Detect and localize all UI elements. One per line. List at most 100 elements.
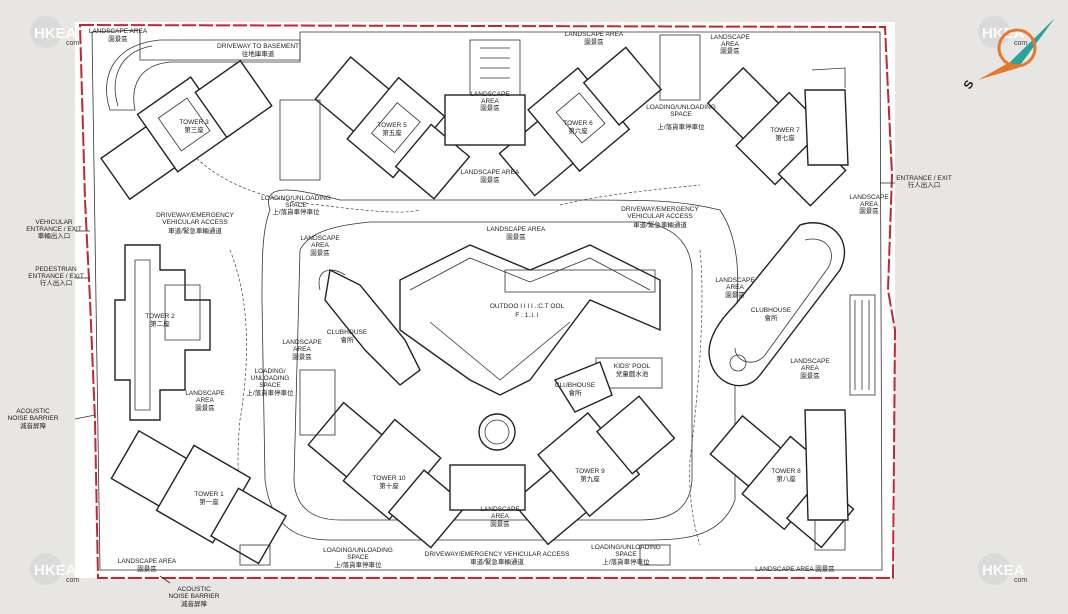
watermark-sub: com xyxy=(66,577,79,584)
plan-label: 上/落貨車停車位 xyxy=(272,207,320,216)
tower-name: TOWER 6 xyxy=(563,120,593,127)
pool-edge-line xyxy=(429,321,571,381)
plan-label: 園景區 xyxy=(584,38,604,46)
watermark-circle xyxy=(30,16,62,48)
plan-label: OUTDOO I I I I .:C.T OOL xyxy=(490,303,565,310)
tower-name-zh: 第五座 xyxy=(382,128,402,137)
plan-label: DRIVEWAY/EMERGENCY VEHICULAR ACCESS xyxy=(425,551,570,558)
plan-label: 上/落貨車停車位 xyxy=(334,560,382,569)
tower-name: TOWER 5 xyxy=(377,122,407,129)
watermark-brand: HKEA xyxy=(34,25,77,42)
plan-label: 減音屏障 xyxy=(181,599,208,608)
plan-label: AREA xyxy=(311,242,329,249)
plan-label: 園景區 xyxy=(859,207,879,215)
plan-label: LOADING/UNLOADING xyxy=(261,195,331,202)
plan-label: 行人出入口 xyxy=(40,278,73,287)
plan-label: PEDESTRIAN xyxy=(35,266,77,273)
plan-label: 園景區 xyxy=(292,353,312,361)
tower-name: TOWER 2 xyxy=(145,313,175,320)
plan-label: 園景區 xyxy=(800,372,820,380)
tower-9-block xyxy=(511,395,676,546)
plan-label: LANDSCAPE AREA 園景區 xyxy=(755,565,835,573)
plan-label: AREA xyxy=(481,98,499,105)
plan-label: LANDSCAPE xyxy=(790,358,830,365)
plan-label: 車道/緊急車輛通道 xyxy=(470,557,524,566)
plan-label: 園景區 xyxy=(480,176,500,184)
tower-name-zh: 第八座 xyxy=(776,474,796,483)
site-boundary xyxy=(78,23,897,579)
plan-label: AREA xyxy=(726,284,744,291)
plan-label: NOISE BARRIER xyxy=(8,415,59,422)
landscape-zone-line xyxy=(689,249,703,546)
plan-label: LANDSCAPE xyxy=(710,34,750,41)
clubhouse-east xyxy=(708,222,846,387)
driveway-ring-inner xyxy=(293,221,693,521)
plan-label: 會所 xyxy=(765,313,779,322)
plan-label: LANDSCAPE xyxy=(470,91,510,98)
tower-name: TOWER 1 xyxy=(194,491,224,498)
clubhouse-west xyxy=(324,268,421,386)
plan-label: DRIVEWAY TO BASEMENT xyxy=(217,43,299,50)
plan-label: LANDSCAPE AREA xyxy=(89,28,148,35)
plan-label: DRIVEWAY/EMERGENCY xyxy=(156,212,234,219)
outdoor-pool xyxy=(399,244,661,396)
plan-label: DRIVEWAY/EMERGENCY xyxy=(621,206,699,213)
watermark-sub: com xyxy=(66,40,79,47)
plan-label: 車道/緊急車輛通道 xyxy=(633,220,687,229)
plan-label: SPACE xyxy=(285,202,307,209)
pool-deck xyxy=(504,269,656,293)
plan-label: LANDSCAPE AREA xyxy=(487,226,546,233)
plan-label: 園景區 xyxy=(506,233,526,241)
tower-name-zh: 第九座 xyxy=(580,474,600,483)
plan-label: AREA xyxy=(721,41,739,48)
plan-label: F . 1.:i. I xyxy=(515,312,539,319)
plan-label: SPACE xyxy=(259,382,281,389)
plan-label: LANDSCAPE xyxy=(300,235,340,242)
round-feature-inner xyxy=(484,419,510,445)
plan-label: 上/落貨車停車位 xyxy=(657,122,705,131)
plan-label: ENTRANCE / EXIT xyxy=(896,175,952,182)
plan-label: 園景區 xyxy=(725,291,745,299)
plan-label: SPACE xyxy=(347,554,369,561)
plan-label: 園景區 xyxy=(720,47,740,55)
plan-label: AREA xyxy=(491,513,509,520)
plan-label: 車道/緊急車輛通道 xyxy=(168,226,222,235)
central-top-block xyxy=(279,34,701,181)
plan-label: 會所 xyxy=(569,388,583,397)
plan-label: LANDSCAPE xyxy=(185,390,225,397)
plan-label: AREA xyxy=(801,365,819,372)
plan-label: 園景區 xyxy=(195,404,215,412)
plan-label: VEHICULAR ACCESS xyxy=(627,213,693,220)
watermark-brand: HKEA xyxy=(982,562,1025,579)
loading-bays xyxy=(239,369,671,566)
tower-10-block xyxy=(307,401,468,549)
plan-label: 園景區 xyxy=(310,249,330,257)
tower-name: TOWER 8 xyxy=(771,468,801,475)
watermark-circle xyxy=(30,553,62,585)
watermark-sub: com xyxy=(1014,40,1027,47)
driveway-to-basement xyxy=(106,39,301,111)
tower-name: TOWER 9 xyxy=(575,468,605,475)
compass-needle-orange xyxy=(978,62,1018,80)
plan-label: NOISE BARRIER xyxy=(169,593,220,600)
tower-2-block xyxy=(114,244,211,421)
plan-label: UNLOADING xyxy=(251,375,290,382)
plan-label: 會所 xyxy=(341,335,355,344)
plan-label: ACOUSTIC xyxy=(177,586,211,593)
plan-label: VEHICULAR xyxy=(35,219,73,226)
driveway-lane-line xyxy=(114,45,153,107)
plan-label: SPACE xyxy=(670,111,692,118)
tower-name: TOWER 10 xyxy=(372,475,405,482)
tower-name-zh: 第一座 xyxy=(199,497,219,506)
tower-8-annex xyxy=(804,409,849,551)
plan-label: 上/落貨車停車位 xyxy=(602,557,650,566)
plan-label: KIDS' POOL xyxy=(614,363,651,370)
plan-label: 上/落貨車停車位 xyxy=(246,388,294,397)
